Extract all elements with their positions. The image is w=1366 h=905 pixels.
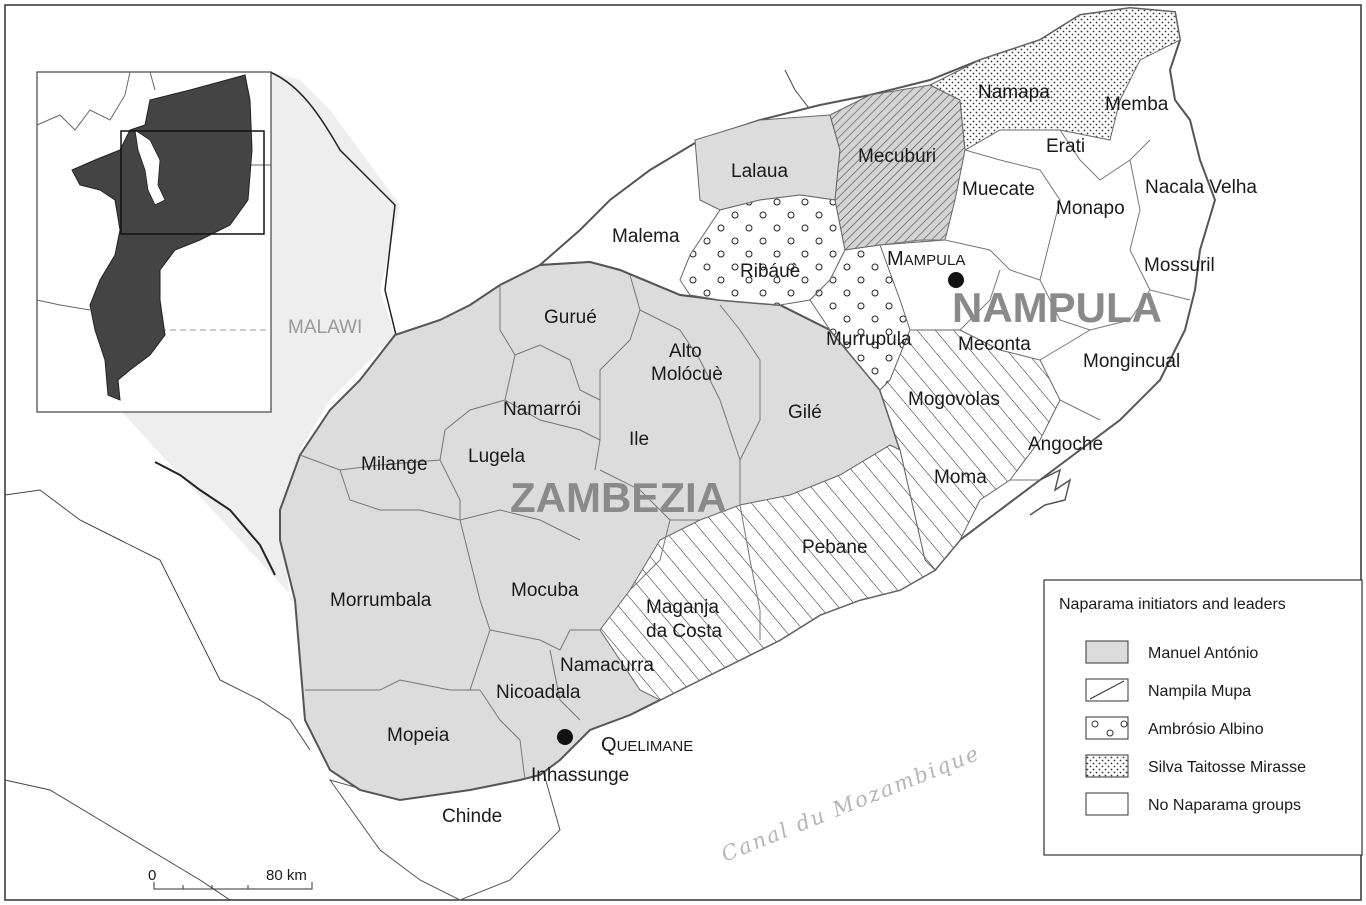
scale-bar-start-label: 0 [148, 867, 156, 884]
city-label-quelimane: QUELIMANE [601, 734, 693, 756]
district-boundaries [299, 129, 1191, 781]
district-label-nicoadala: Nicoadala [496, 682, 581, 703]
district-label-mopeia: Mopeia [387, 725, 450, 746]
district-pebane-area [599, 444, 936, 701]
district-label-pebane: Pebane [802, 537, 868, 558]
district-label-alto-molocue-2: Molócuè [651, 364, 723, 385]
district-label-memba: Memba [1105, 94, 1169, 115]
district-label-alto-molocue-1: Alto [669, 341, 702, 362]
legend-swatch-ambrosio-albino-circle-3 [1120, 720, 1128, 728]
district-label-namacurra: Namacurra [560, 655, 654, 676]
district-label-maganja-2: da Costa [646, 621, 722, 642]
legend-swatch-manuel-antonio [1085, 640, 1129, 664]
district-label-monapo: Monapo [1056, 198, 1125, 219]
district-namapa-area [928, 7, 1181, 151]
district-label-gurue: Gurué [544, 307, 597, 328]
border-line-south [4, 779, 231, 901]
inset-map [36, 71, 272, 413]
inset-mozambique [71, 74, 253, 401]
district-label-moma: Moma [934, 467, 987, 488]
district-label-mocuba: Mocuba [511, 580, 579, 601]
scale-bar-end-label: 80 km [266, 867, 307, 884]
inset-study-area-box [120, 130, 265, 235]
district-label-mossuril: Mossuril [1144, 255, 1215, 276]
district-label-murrupula: Murrupula [826, 329, 912, 350]
legend-swatch-ambrosio-albino [1085, 716, 1129, 740]
map-frame [4, 4, 1362, 901]
inset-lake-malawi [134, 129, 166, 206]
legend-label-nampila-mupa: Nampila Mupa [1148, 683, 1251, 700]
district-label-inhassunge: Inhassunge [531, 765, 629, 786]
legend-label-no-naparama: No Naparama groups [1148, 797, 1301, 814]
inset-zoom-area [120, 72, 400, 605]
district-label-chinde: Chinde [442, 806, 502, 827]
district-label-maganja-1: Maganja [646, 597, 719, 618]
district-label-angoche: Angoche [1028, 434, 1103, 455]
scale-bar-line [153, 882, 313, 890]
legend-swatch-no-naparama [1085, 792, 1129, 816]
district-label-namapa: Namapa [978, 82, 1050, 103]
district-label-gile: Gilé [788, 402, 822, 423]
district-labels: Namapa Memba Lalaua Mecubúri Erati Mueca… [330, 82, 1257, 827]
district-label-mecuburi: Mecubúri [858, 146, 936, 167]
province-label-nampula: NAMPULA [952, 284, 1162, 331]
legend-label-ambrosio-albino: Ambrósio Albino [1148, 721, 1264, 738]
district-murrupula-area [809, 244, 911, 391]
district-label-muecate: Muecate [962, 179, 1035, 200]
legend-title: Naparama initiators and leaders [1059, 596, 1286, 613]
district-label-mogovolas: Mogovolas [908, 389, 1000, 410]
legend-label-manuel-antonio: Manuel António [1148, 645, 1258, 662]
district-label-nacala-velha: Nacala Velha [1145, 177, 1257, 198]
province-label-zambezia: ZAMBEZIA [510, 474, 727, 521]
district-label-ribaue: Ribáuè [740, 261, 800, 282]
scale-bar: 0 80 km [148, 867, 313, 890]
city-label-mampula: MAMPULA [887, 248, 965, 270]
district-label-ile: Ile [629, 429, 649, 450]
district-label-meconta: Meconta [958, 334, 1031, 355]
district-label-malema: Malema [612, 226, 680, 247]
border-line-southwest [4, 489, 311, 751]
malawi-border [269, 71, 397, 336]
legend-swatch-ambrosio-albino-circle-1 [1091, 720, 1099, 728]
legend: Naparama initiators and leaders Manuel A… [1043, 579, 1363, 856]
district-mecuburi-area [829, 84, 966, 251]
city-marker-mampula [948, 272, 964, 288]
district-label-lugela: Lugela [468, 446, 525, 467]
district-label-lalaua: Lalaua [731, 161, 788, 182]
neighbour-label-malawi: MALAWI [288, 317, 362, 338]
district-label-mongincual: Mongincual [1083, 351, 1180, 372]
sea-label: Canal du Mozambique [718, 741, 984, 867]
inset-neighbour-lines [36, 71, 271, 311]
border-line-river [154, 461, 276, 576]
district-label-milange: Milange [361, 454, 428, 475]
legend-swatch-nampila-mupa-line [1089, 680, 1125, 700]
district-label-namarroi: Namarrói [503, 399, 581, 420]
legend-swatch-silva-taitosse [1085, 754, 1129, 778]
coastline-detail [1029, 468, 1072, 516]
legend-label-silva-taitosse: Silva Taitosse Mirasse [1148, 759, 1306, 776]
border-line-north [784, 69, 813, 113]
district-label-erati: Erati [1046, 136, 1085, 157]
legend-swatch-ambrosio-albino-circle-2 [1106, 729, 1114, 737]
district-label-morrumbala: Morrumbala [330, 590, 432, 611]
city-marker-quelimane [557, 729, 573, 745]
